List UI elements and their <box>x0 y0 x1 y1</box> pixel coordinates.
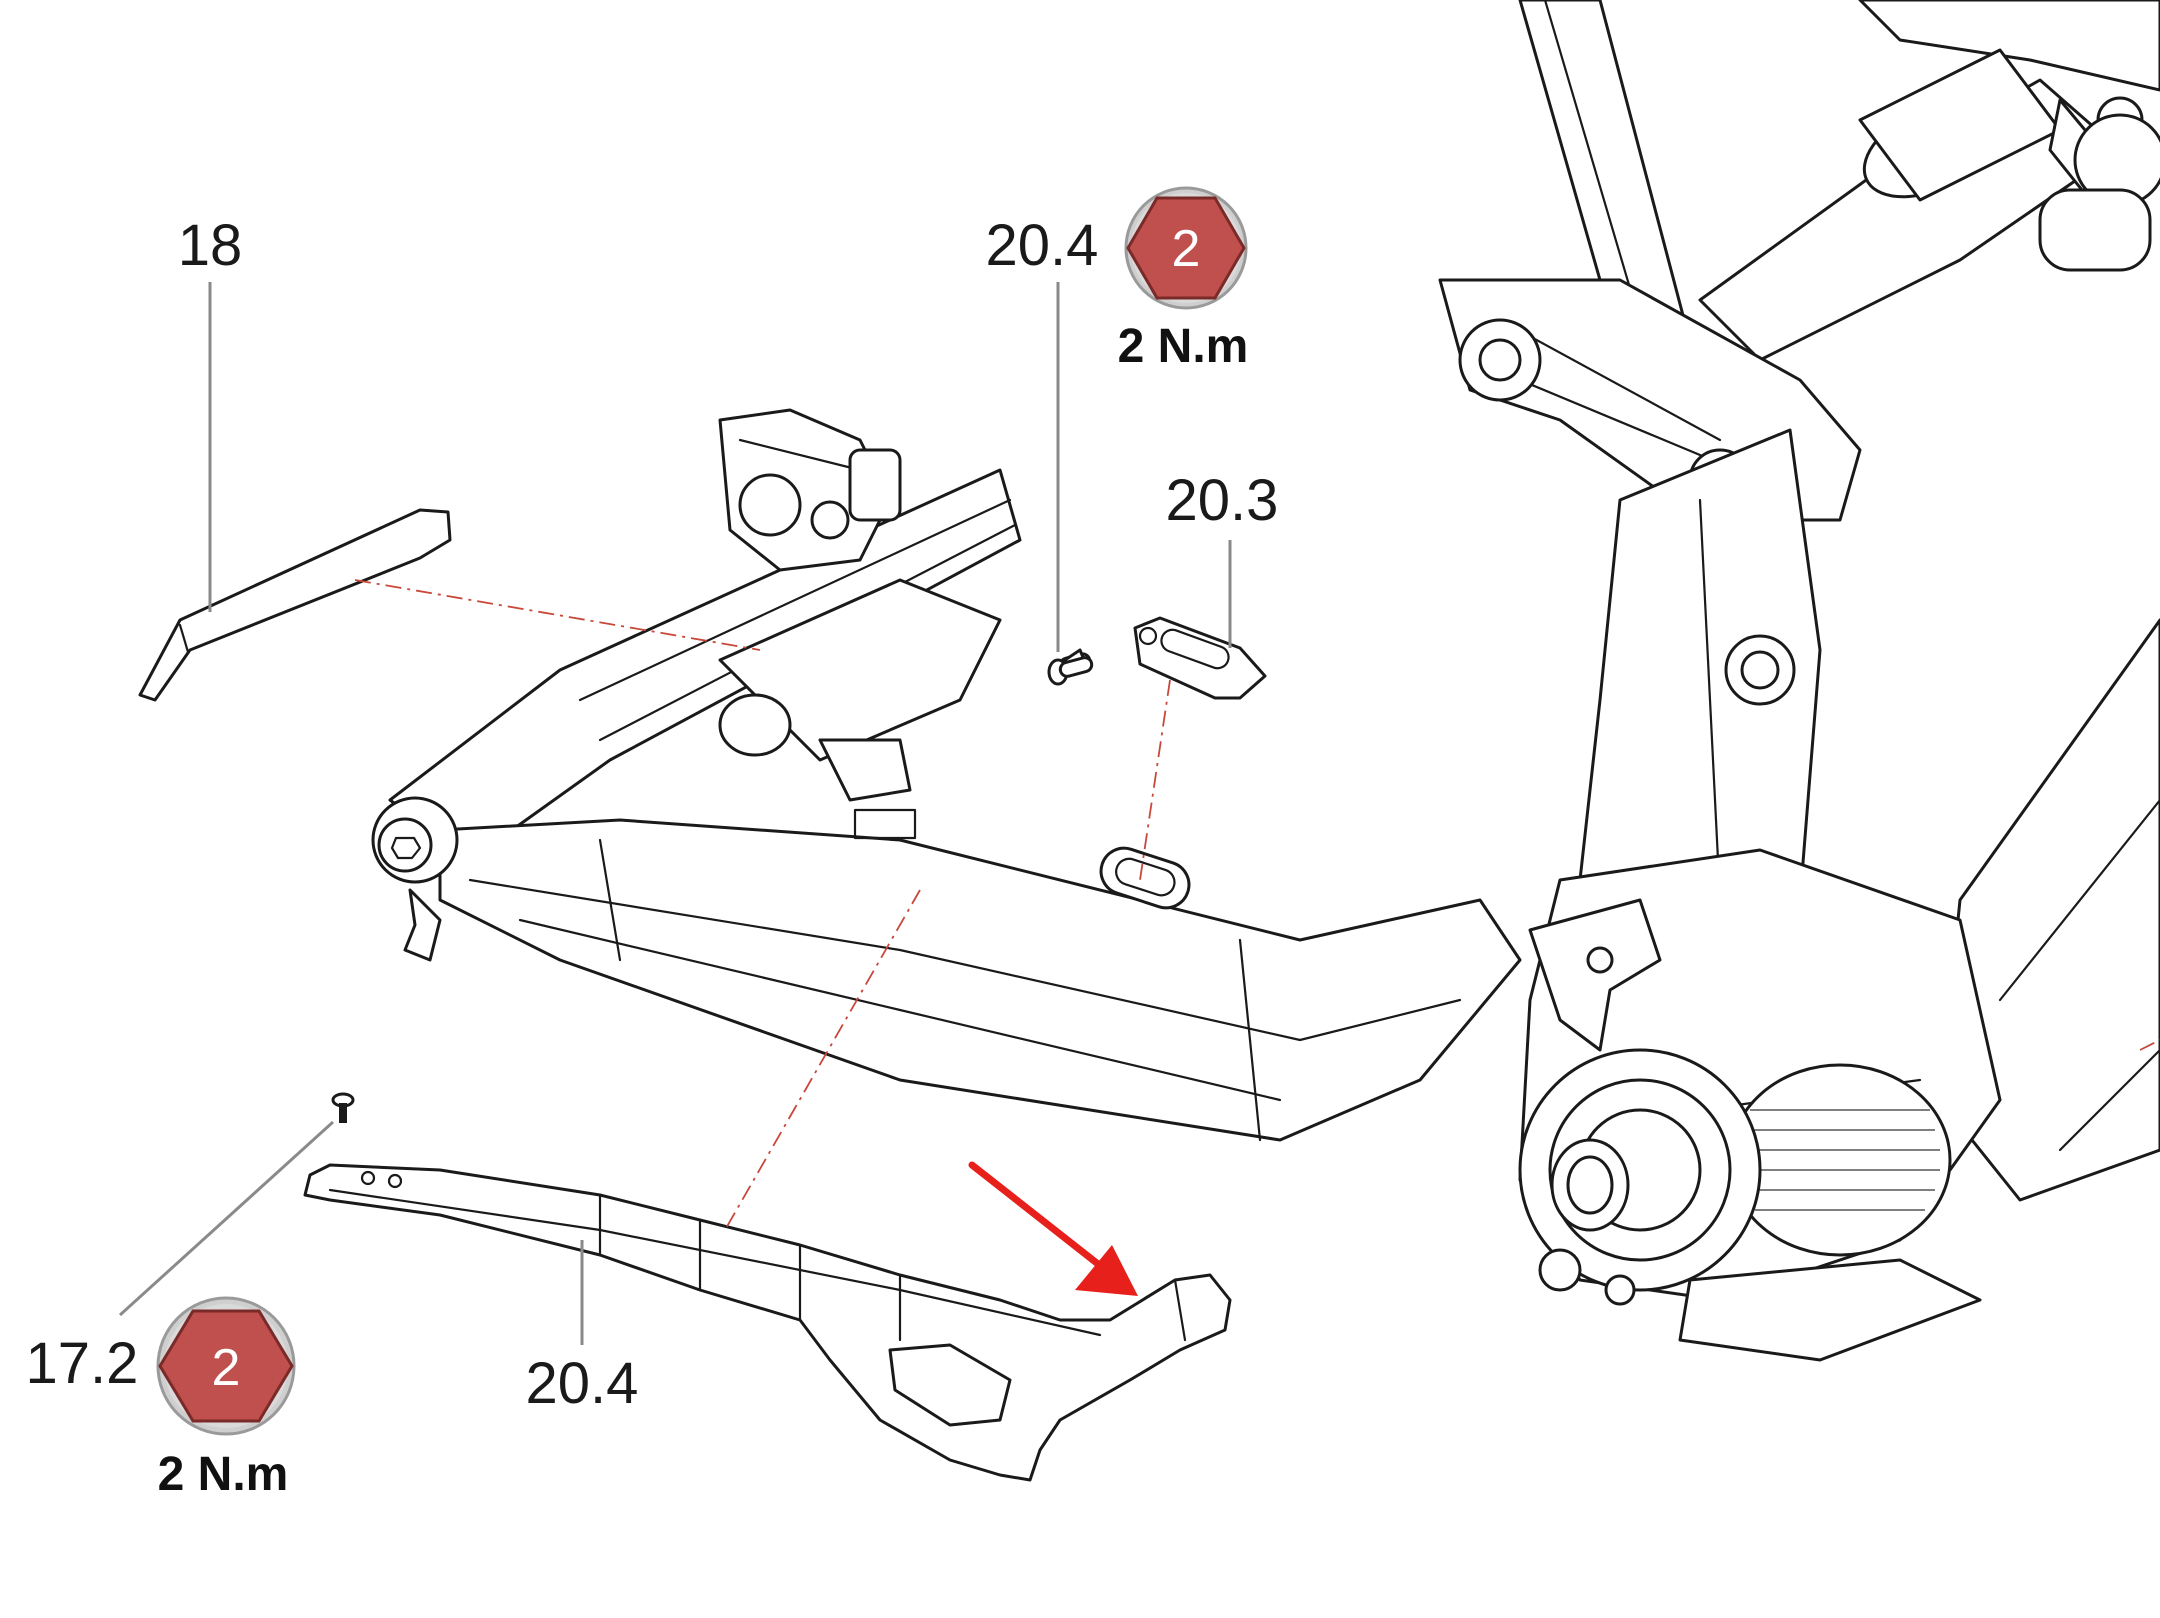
callout-20-4-top: 20.4 <box>986 213 1099 278</box>
motor-cover <box>1728 1063 1952 1257</box>
hex-key-icon <box>1126 196 1246 300</box>
torque-badge-top: 2 2 N.m <box>1118 186 1249 373</box>
part-18-protector <box>138 508 452 702</box>
hex-size: 2 <box>212 1339 241 1397</box>
part-20-4-chainstay-guard <box>303 1163 1232 1482</box>
torque-value: 2 N.m <box>158 1448 289 1501</box>
main-frame <box>1438 0 2160 1362</box>
direction-arrow-icon <box>968 1161 1138 1296</box>
bottom-bracket <box>1518 1048 1762 1292</box>
callout-17-2: 17.2 <box>26 1331 139 1396</box>
torque-value: 2 N.m <box>1118 320 1249 373</box>
brake-caliper <box>718 408 902 572</box>
hex-size: 2 <box>1172 220 1201 278</box>
callout-20-4-bottom: 20.4 <box>526 1351 639 1416</box>
part-20-4-bolt <box>1047 648 1094 686</box>
assembly-axis-lines <box>354 579 2160 1231</box>
callout-20-3: 20.3 <box>1166 468 1279 533</box>
torque-badge-bottom: 2 2 N.m <box>156 1296 296 1501</box>
part-20-3-port-cover <box>1133 616 1267 700</box>
leader-lines <box>118 282 1232 1345</box>
swingarm <box>371 468 1522 1142</box>
part-17-2-screw <box>331 1092 355 1123</box>
hex-key-icon <box>158 1309 294 1423</box>
callout-18: 18 <box>178 213 243 278</box>
